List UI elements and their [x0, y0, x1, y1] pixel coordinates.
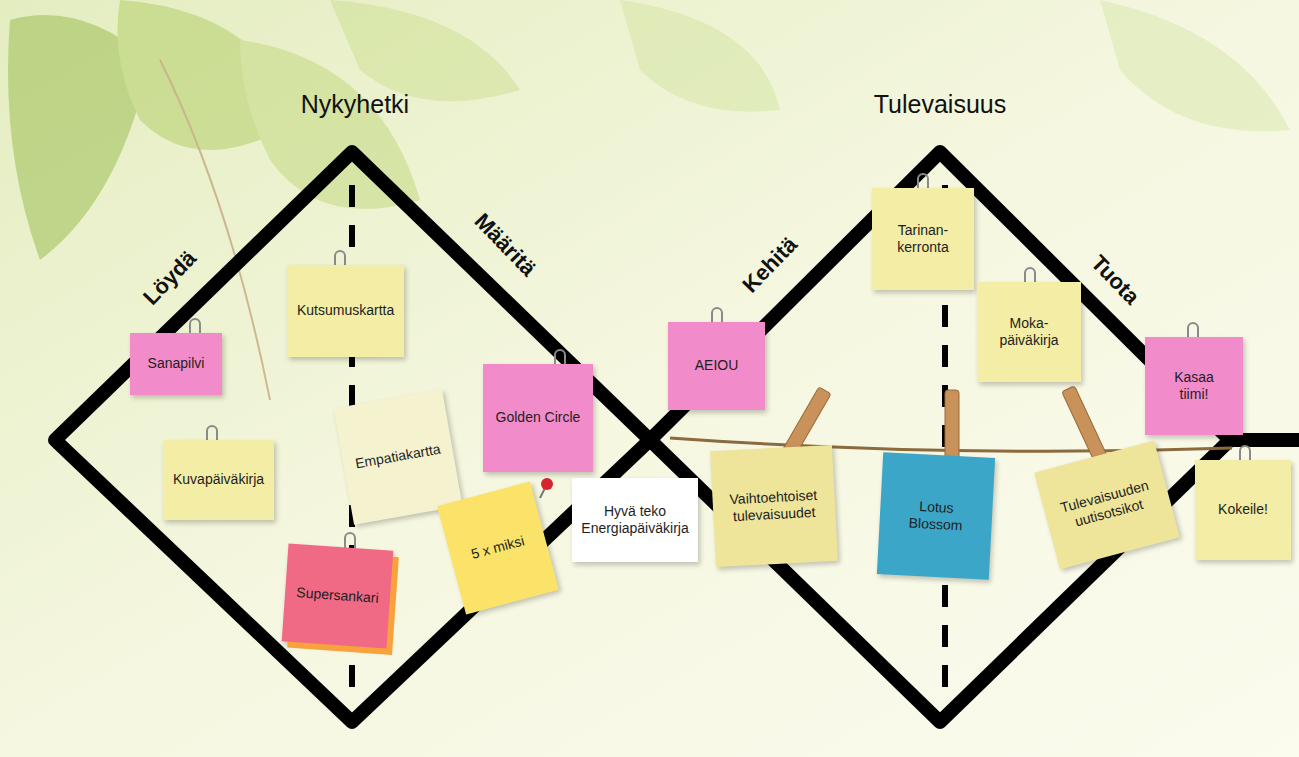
- note-content: Vaihtoehtoiset tulevaisuudet: [722, 486, 826, 526]
- note-content: Golden Circle: [496, 409, 581, 427]
- sticky-note: Hyvä teko Energiapäiväkirja: [572, 478, 698, 562]
- note-text: AEIOU: [695, 357, 739, 375]
- sticky-note: Kokeile!: [1195, 460, 1291, 560]
- sticky-note: Sanapilvi: [130, 333, 222, 395]
- note-text: Tulevaisuuden uutisotsikot: [1053, 475, 1161, 535]
- sticky-note: Supersankari: [282, 543, 394, 648]
- note-content: Tarinan- kerronta: [888, 222, 958, 257]
- note-text: Kasaa tiimi!: [1167, 369, 1222, 404]
- sticky-note: Tarinan- kerronta: [872, 188, 974, 290]
- sticky-note: Vaihtoehtoiset tulevaisuudet: [710, 445, 838, 567]
- note-text: Hyvä teko Energiapäiväkirja: [578, 503, 692, 538]
- note-text: Empatiakartta: [354, 441, 442, 473]
- note-content: Tulevaisuuden uutisotsikot: [1053, 475, 1161, 535]
- note-content: Kuvapäiväkirja: [173, 471, 264, 489]
- note-text: Kuvapäiväkirja: [173, 471, 264, 489]
- note-text: Vaihtoehtoiset tulevaisuudet: [722, 486, 826, 526]
- sticky-note: 5 x miksi: [437, 481, 559, 614]
- diamonds: [55, 152, 1299, 722]
- phase-label: Löydä: [138, 246, 202, 311]
- note-content: Sanapilvi: [148, 355, 205, 373]
- sticky-note: Lotus Blossom: [877, 452, 995, 580]
- note-text: Sanapilvi: [148, 355, 205, 373]
- sticky-note: Moka- päiväkirja: [977, 282, 1081, 382]
- sticky-note: AEIOU: [668, 322, 765, 410]
- note-content: Empatiakartta: [354, 441, 442, 473]
- sticky-note: Kutsumuskartta: [287, 265, 404, 357]
- note-content: Kasaa tiimi!: [1167, 369, 1222, 404]
- sticky-note: Kuvapäiväkirja: [163, 440, 274, 520]
- note-content: Hyvä teko Energiapäiväkirja: [578, 503, 692, 538]
- phase-label: Määritä: [469, 208, 541, 281]
- phase-label: Kehitä: [737, 232, 802, 298]
- sticky-note: Kasaa tiimi!: [1145, 337, 1243, 435]
- note-content: Kokeile!: [1218, 501, 1268, 519]
- pushpin: [540, 478, 553, 498]
- note-content: Lotus Blossom: [904, 497, 968, 535]
- note-text: Tarinan- kerronta: [888, 222, 958, 257]
- note-text: 5 x miksi: [469, 533, 526, 564]
- note-content: Supersankari: [296, 584, 380, 607]
- note-content: Moka- päiväkirja: [990, 315, 1068, 350]
- leaves: [8, 0, 1290, 400]
- note-text: Moka- päiväkirja: [990, 315, 1068, 350]
- section-title: Nykyhetki: [301, 90, 409, 119]
- note-text: Supersankari: [296, 584, 380, 607]
- section-title: Tulevaisuus: [874, 90, 1006, 119]
- phase-label: Tuota: [1085, 250, 1144, 310]
- note-content: 5 x miksi: [469, 533, 526, 564]
- note-text: Golden Circle: [496, 409, 581, 427]
- note-text: Lotus Blossom: [904, 497, 968, 535]
- note-text: Kokeile!: [1218, 501, 1268, 519]
- note-content: AEIOU: [695, 357, 739, 375]
- sticky-note: Tulevaisuuden uutisotsikot: [1034, 441, 1179, 570]
- note-content: Kutsumuskartta: [297, 302, 394, 320]
- sticky-note: Golden Circle: [483, 364, 593, 472]
- note-text: Kutsumuskartta: [297, 302, 394, 320]
